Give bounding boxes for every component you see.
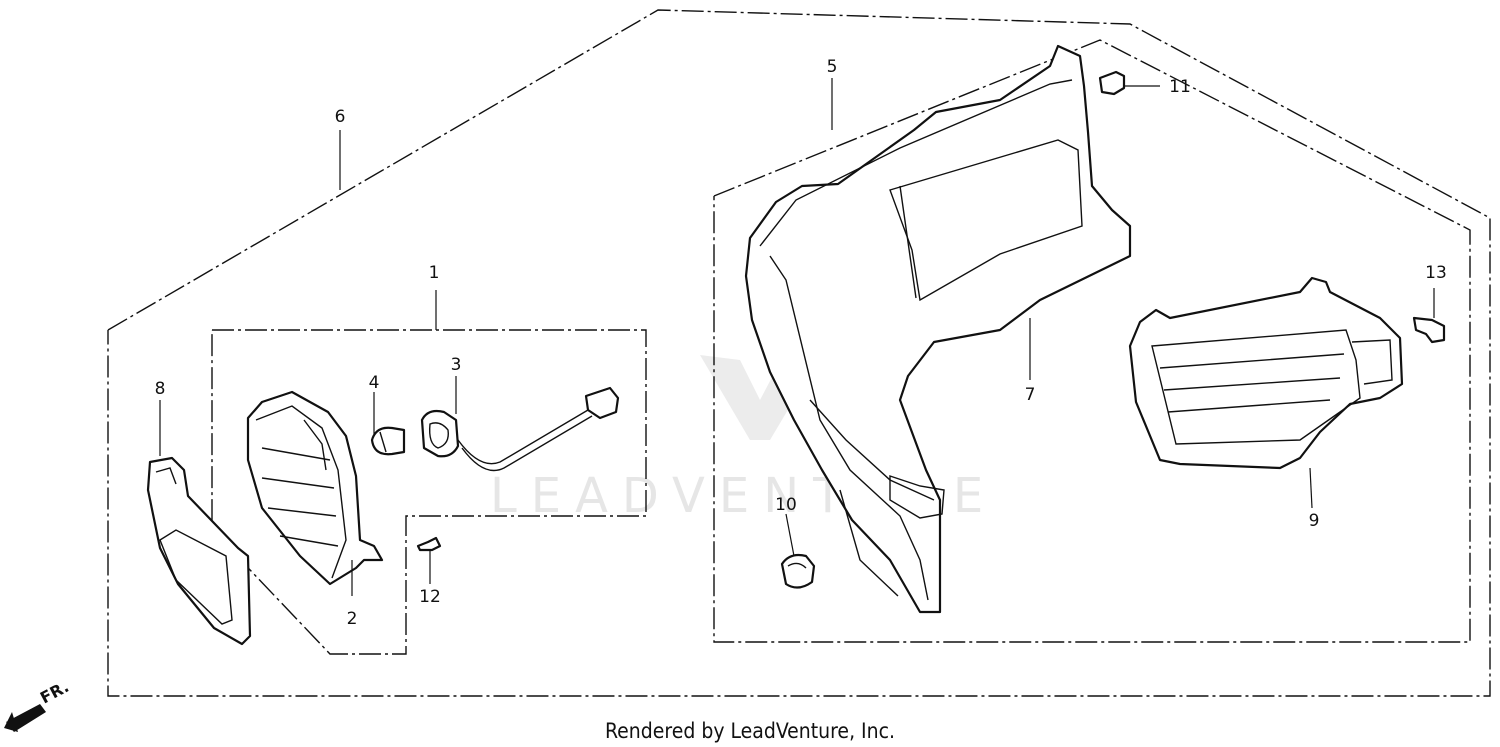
callout-8: 8 <box>155 379 166 399</box>
headlight-unit-part <box>246 390 384 586</box>
leader-lines <box>159 78 1435 596</box>
side-grille-part <box>1128 276 1404 470</box>
callout-3: 3 <box>451 355 462 375</box>
callout-7: 7 <box>1025 385 1036 405</box>
callout-4: 4 <box>369 373 380 393</box>
grommet-part <box>780 553 816 589</box>
callout-10: 10 <box>775 495 797 515</box>
cowl-subassembly-frame <box>713 39 1471 643</box>
callout-5: 5 <box>827 57 838 77</box>
small-screw-part <box>416 536 442 552</box>
callout-12: 12 <box>419 587 441 607</box>
headlight-rim-part <box>146 456 252 646</box>
front-cowl-part <box>744 44 1132 614</box>
bulb-part <box>370 426 406 456</box>
front-direction-arrow: FR. <box>4 677 72 732</box>
callout-1: 1 <box>429 263 440 283</box>
socket-wiring-part <box>420 386 620 472</box>
callout-13: 13 <box>1425 263 1447 283</box>
callout-9: 9 <box>1309 511 1320 531</box>
bolt-part <box>1412 316 1446 344</box>
clip-part <box>1098 70 1126 96</box>
callout-11: 11 <box>1169 77 1191 97</box>
callout-6: 6 <box>335 107 346 127</box>
callout-2: 2 <box>347 609 358 629</box>
outer-assembly-frame <box>107 9 1491 697</box>
direction-label: FR. <box>37 677 72 708</box>
footer-credit: Rendered by LeadVenture, Inc. <box>605 719 895 743</box>
